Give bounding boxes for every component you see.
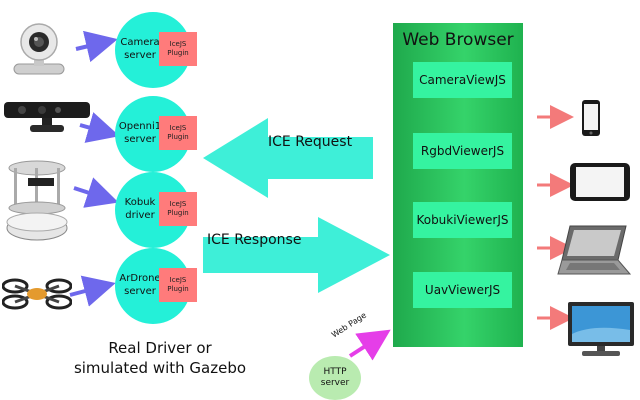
footer-caption: Real Driver or simulated with Gazebo — [60, 338, 260, 378]
web-browser-panel: Web Browser CameraViewJS RgbdViewerJS Ko… — [393, 23, 523, 347]
kinect-arrow — [79, 112, 120, 143]
desktop-monitor-icon — [568, 302, 634, 356]
server-name-line2: server — [124, 50, 156, 61]
ice-response-arrow — [203, 217, 390, 293]
kobuki-robot-icon — [6, 160, 68, 241]
footer-line2: simulated with Gazebo — [73, 359, 247, 377]
web-page-arrow — [348, 329, 391, 361]
ice-request-arrow — [203, 118, 373, 198]
http-server: HTTP server — [309, 356, 361, 400]
webcam-icon — [13, 23, 65, 75]
server-name-line1: Camera — [120, 37, 160, 48]
rgbd-viewer-js: RgbdViewerJS — [413, 133, 512, 169]
server-name-line1: Kobuk — [124, 197, 156, 208]
smartphone-icon — [582, 100, 600, 136]
kobuki-arrow — [73, 177, 119, 208]
uav-viewer-js: UavViewerJS — [413, 272, 512, 308]
laptop-icon — [557, 225, 632, 275]
kinect-icon — [4, 102, 90, 132]
webcam-arrow — [75, 30, 118, 63]
kobuki-viewer-js: KobukiViewerJS — [413, 202, 512, 238]
server-name-line1: ArDrone — [119, 273, 161, 284]
http-server-line2: server — [320, 378, 350, 388]
camera-view-js: CameraViewJS — [413, 62, 512, 98]
http-server-line1: HTTP — [323, 367, 347, 377]
ardrone-icon — [2, 278, 72, 310]
ice-request-label: ICE Request — [268, 134, 353, 150]
tablet-icon — [570, 163, 630, 201]
server-name-line2: server — [124, 286, 156, 297]
web-browser-title: Web Browser — [402, 30, 514, 50]
server-name-line1: Openni1 — [118, 121, 162, 132]
server-name-line2: server — [124, 134, 156, 145]
ardrone-arrow — [69, 275, 116, 307]
server-name-line2: driver — [125, 210, 155, 221]
footer-line1: Real Driver or — [108, 339, 212, 357]
ice-response-label: ICE Response — [207, 232, 302, 248]
